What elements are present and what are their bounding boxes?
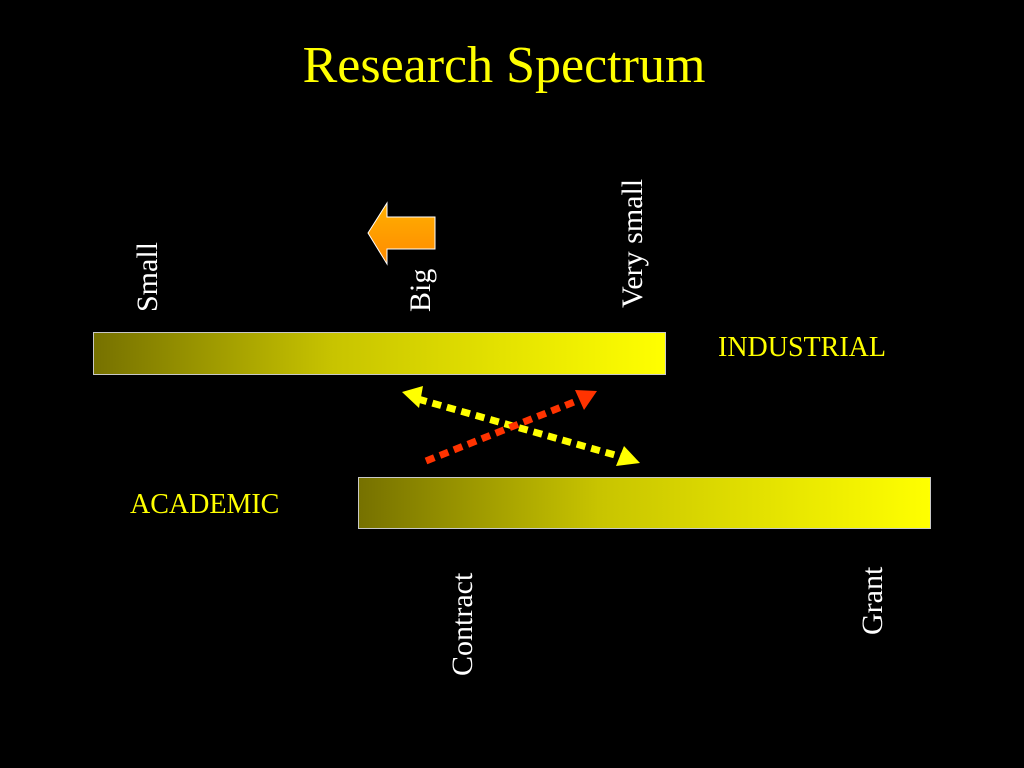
left-block-arrow-icon [367, 201, 436, 266]
slide-title: Research Spectrum [302, 37, 706, 94]
double-headed-dotted-arrow [402, 386, 640, 466]
academic-label: ACADEMIC [130, 489, 280, 520]
industrial-label: INDUSTRIAL [718, 332, 886, 363]
academic-bar [358, 477, 931, 529]
scale-label-contract: Contract [446, 572, 479, 676]
scale-label-grant: Grant [856, 566, 889, 635]
industrial-bar [93, 332, 666, 375]
dotted-arrow [424, 390, 597, 465]
